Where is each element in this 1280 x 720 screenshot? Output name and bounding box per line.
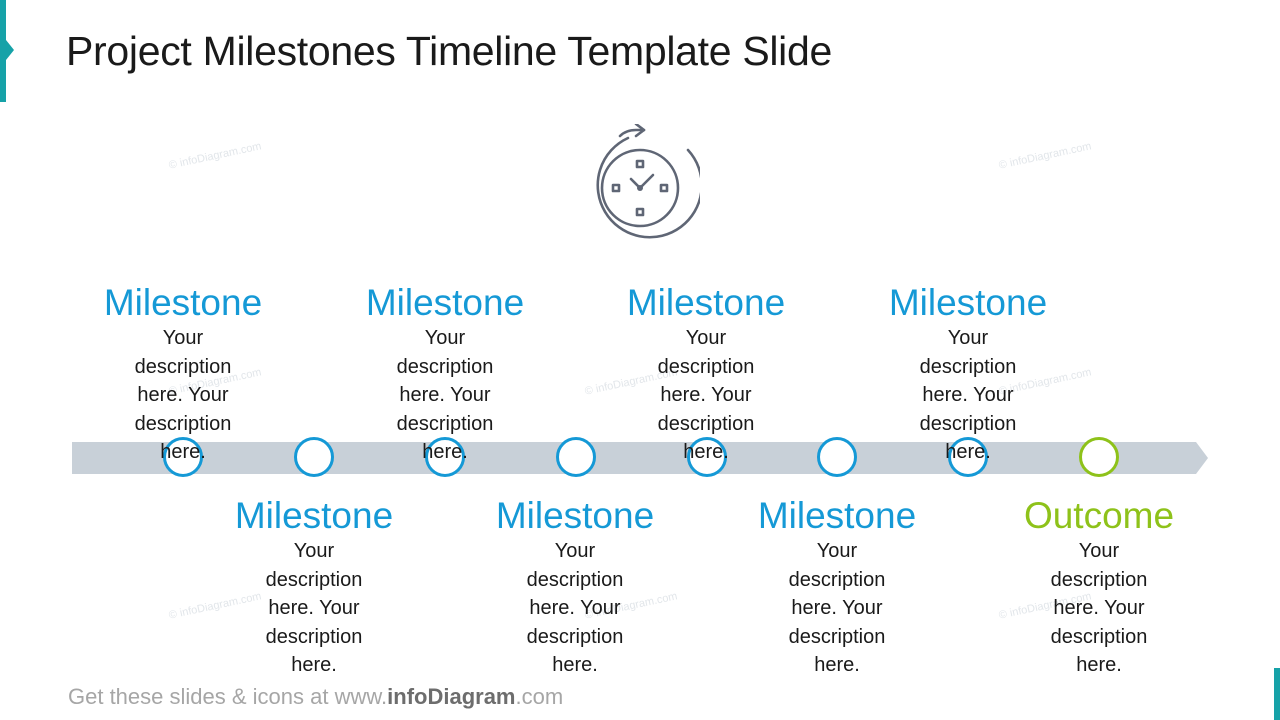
left-accent-notch [6, 40, 14, 60]
milestone-description: Your description here. Your description … [788, 540, 886, 676]
outcome-title: Outcome [1023, 495, 1175, 536]
timeline-node-7 [948, 437, 988, 477]
left-accent-bar [0, 0, 6, 102]
milestone-top-1: Milestone Your description here. Your de… [73, 282, 293, 467]
footer-suffix: .com [515, 684, 564, 709]
milestone-top-2: Milestone Your description here. Your de… [335, 282, 555, 467]
milestone-title: Milestone [495, 495, 655, 536]
milestone-title: Milestone [626, 282, 786, 323]
timeline-node-1 [163, 437, 203, 477]
footer-prefix: Get these slides & icons at www. [68, 684, 388, 709]
slide-title: Project Milestones Timeline Template Sli… [66, 28, 833, 74]
milestone-title: Milestone [234, 495, 394, 536]
milestone-bottom-3: Milestone Your description here. Your de… [727, 495, 947, 680]
timeline-node-5 [687, 437, 727, 477]
timeline-node-2 [294, 437, 334, 477]
timeline-node-outcome [1079, 437, 1119, 477]
footer-credit: Get these slides & icons at www.infoDiag… [68, 684, 563, 710]
milestone-top-3: Milestone Your description here. Your de… [596, 282, 816, 467]
milestone-description: Your description here. Your description … [526, 540, 624, 676]
clock-refresh-icon [596, 124, 700, 239]
watermark: © infoDiagram.com [167, 140, 263, 172]
timeline-node-3 [425, 437, 465, 477]
milestone-title: Milestone [103, 282, 263, 323]
milestone-description: Your description here. Your description … [265, 540, 363, 676]
milestone-top-4: Milestone Your description here. Your de… [858, 282, 1078, 467]
milestone-title: Milestone [888, 282, 1048, 323]
milestone-description: Your description here. Your description … [657, 327, 755, 463]
milestone-description: Your description here. Your description … [396, 327, 494, 463]
watermark: © infoDiagram.com [997, 140, 1093, 172]
milestone-bottom-2: Milestone Your description here. Your de… [465, 495, 685, 680]
milestone-bottom-1: Milestone Your description here. Your de… [204, 495, 424, 680]
timeline-node-6 [817, 437, 857, 477]
right-accent-bar [1274, 668, 1280, 720]
outcome-block: Outcome Your description here. Your desc… [989, 495, 1209, 680]
milestone-title: Milestone [757, 495, 917, 536]
milestone-title: Milestone [365, 282, 525, 323]
milestone-description: Your description here. Your description … [919, 327, 1017, 463]
footer-brand: infoDiagram [387, 684, 516, 709]
outcome-description: Your description here. Your description … [1050, 540, 1148, 676]
timeline-node-4 [556, 437, 596, 477]
milestone-description: Your description here. Your description … [134, 327, 232, 463]
